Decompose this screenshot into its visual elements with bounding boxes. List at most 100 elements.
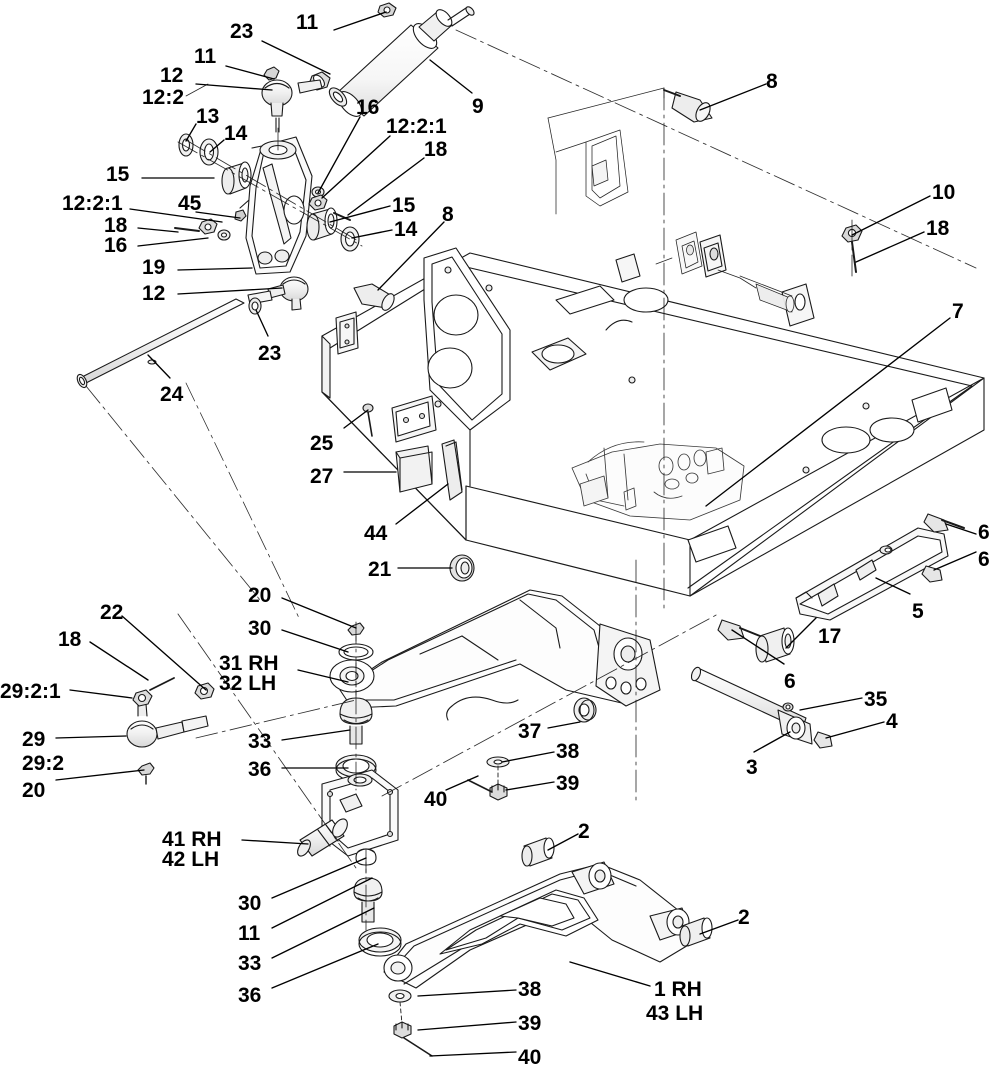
fastener-stack-lower [388, 989, 433, 1057]
leader-line [417, 989, 517, 997]
leader-line [753, 731, 791, 753]
leader-line [321, 135, 391, 199]
part-callout-32-lh: 32 LH [219, 672, 277, 695]
leader-line [731, 629, 785, 665]
leader-line [429, 59, 473, 94]
part-callout-37: 37 [518, 720, 542, 743]
bolt-part-8-center [353, 283, 395, 311]
leader-line [445, 775, 479, 791]
part-callout-22: 22 [100, 601, 124, 624]
part-callout-38: 38 [556, 740, 580, 763]
leader-line [137, 227, 179, 233]
part-callout-6: 6 [978, 521, 990, 544]
part-callout-12-2-1: 12:2:1 [386, 115, 447, 138]
part-callout-40: 40 [518, 1046, 542, 1069]
washer-nut-cluster-right [308, 186, 351, 221]
leader-line [933, 551, 977, 571]
part-callout-8: 8 [442, 203, 454, 226]
part-callout-24: 24 [160, 383, 184, 406]
part-callout-8: 8 [766, 70, 778, 93]
leader-line [429, 1051, 517, 1057]
part-callout-11: 11 [296, 11, 319, 34]
part-callout-12-2: 12:2 [142, 86, 185, 109]
part-callout-6: 6 [784, 670, 796, 693]
part-callout-15: 15 [392, 194, 416, 217]
part-callout-33: 33 [248, 730, 272, 753]
part-callout-12-2-1: 12:2:1 [62, 192, 123, 215]
part-callout-10: 10 [932, 181, 956, 204]
part-callout-7: 7 [952, 300, 964, 323]
rod-part-3 [690, 666, 813, 745]
leader-line [329, 205, 391, 223]
fastener-part-35 [782, 702, 794, 712]
part-callout-4: 4 [886, 710, 898, 733]
part-callout-23: 23 [258, 342, 282, 365]
part-callout-18: 18 [424, 138, 448, 161]
part-callout-12: 12 [142, 282, 166, 305]
sleeve-part-2-lower [679, 917, 713, 947]
leader-line [799, 697, 863, 711]
part-callout-29-2-1: 29:2:1 [0, 680, 61, 703]
shock-cylinder-part-9 [328, 6, 475, 117]
leader-line [851, 195, 931, 236]
part-callout-6: 6 [978, 548, 990, 571]
leader-line [271, 907, 375, 959]
part-callout-3: 3 [746, 756, 758, 779]
part-callout-21: 21 [368, 558, 392, 581]
leader-line [875, 577, 911, 595]
leader-line [297, 669, 349, 683]
leader-line [147, 354, 171, 379]
leader-line [271, 943, 379, 989]
leader-line [505, 781, 555, 791]
part-callout-14: 14 [394, 218, 418, 241]
leader-line [261, 40, 331, 75]
leader-line [343, 409, 369, 429]
sleeve-part-2-upper [521, 837, 555, 867]
leader-line [281, 597, 357, 629]
plate-part-44 [441, 439, 463, 501]
leader-line [699, 919, 739, 935]
grommet-part-21 [449, 554, 475, 582]
leader-line [417, 1021, 517, 1031]
leader-line [89, 641, 149, 681]
part-callout-42-lh: 42 LH [162, 848, 220, 871]
leader-line [137, 237, 209, 247]
leader-line [225, 65, 275, 80]
leader-line [395, 483, 449, 525]
leader-line [281, 729, 351, 741]
part-callout-18: 18 [104, 214, 128, 237]
upper-control-arm [329, 589, 661, 721]
leader-line [271, 857, 367, 899]
part-callout-16: 16 [356, 96, 380, 119]
part-callout-35: 35 [864, 688, 888, 711]
part-callout-25: 25 [310, 432, 334, 455]
part-callout-23: 23 [230, 20, 254, 43]
part-callout-20: 20 [22, 779, 46, 802]
part-callout-5: 5 [912, 600, 924, 623]
part-callout-9: 9 [472, 95, 484, 118]
part-callout-2: 2 [738, 906, 750, 929]
part-callout-27: 27 [310, 465, 334, 488]
part-callout-36: 36 [248, 758, 272, 781]
leader-line [255, 309, 269, 337]
part-callout-43-lh: 43 LH [646, 1002, 704, 1025]
part-callout-15: 15 [106, 163, 130, 186]
part-callout-41-rh: 41 RH [162, 828, 222, 851]
leader-line [785, 617, 817, 649]
leader-line [705, 317, 951, 507]
leader-line [317, 116, 361, 194]
part-callout-12: 12 [160, 64, 184, 87]
bolt-part-6-lower [921, 565, 943, 583]
part-callout-11: 11 [194, 45, 217, 68]
leader-line [69, 689, 133, 699]
leaf-plate-part-5 [795, 527, 949, 621]
part-callout-30: 30 [248, 617, 272, 640]
part-callout-1-rh: 1 RH [654, 978, 702, 1001]
leader-line [281, 629, 349, 653]
part-callout-2: 2 [578, 820, 590, 843]
part-callout-29-2: 29:2 [22, 752, 65, 775]
leader-line [209, 139, 225, 153]
